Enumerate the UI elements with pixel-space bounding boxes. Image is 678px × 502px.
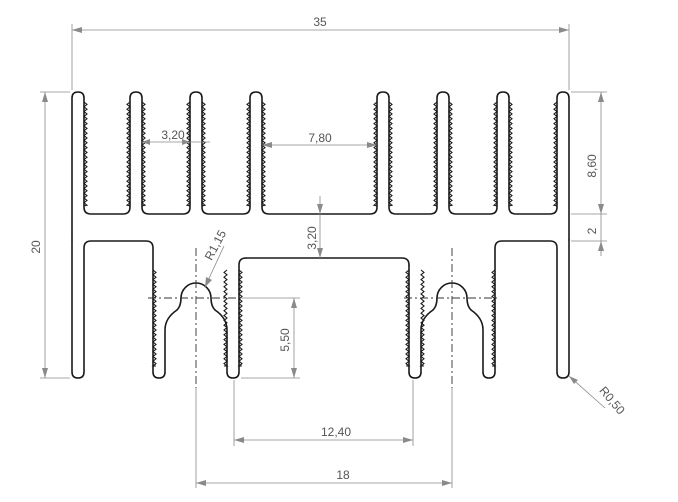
lower-left-section [71,239,247,379]
serration [491,269,497,367]
lower-right-section [408,239,570,379]
serration [372,101,378,207]
fin-serrations [83,101,558,367]
dim-overall-height: 20 [29,240,43,254]
dim-groove-spacing: 18 [336,468,350,482]
serration [508,101,514,207]
serration [151,269,157,367]
dim-channel-width: 12,40 [321,425,351,439]
center-channel-floor [245,257,410,266]
dim-tip-radius: R0,50 [596,384,628,418]
serration [201,101,207,207]
dim-groove-depth: 5,50 [278,328,292,352]
serration [223,269,229,367]
serration [492,101,498,207]
serration [245,101,251,207]
center-lines [148,248,500,388]
dim-groove-radius: R1,15 [202,227,230,262]
serration [405,269,411,367]
serration [237,269,243,367]
serration [185,101,191,207]
serration [419,269,425,367]
serration [388,101,394,207]
dimension-labels: 35 20 3,20 7,80 3,20 8,60 2 R1,15 5,50 1… [29,15,628,482]
serration [261,101,267,207]
dim-fin-gap: 3,20 [161,128,185,142]
dim-fin-height: 8,60 [585,154,599,178]
dim-base-thickness: 3,20 [305,226,319,250]
dimension-lines [40,24,607,488]
dim-center-gap: 7,80 [308,131,332,145]
serration [83,101,89,207]
upper-fin-comb [71,91,570,241]
dim-overall-width: 35 [313,15,327,29]
serration [141,101,147,207]
serration [448,101,454,207]
dim-rail-thickness: 2 [585,227,599,234]
serration [125,101,131,207]
serration [432,101,438,207]
serration [552,101,558,207]
